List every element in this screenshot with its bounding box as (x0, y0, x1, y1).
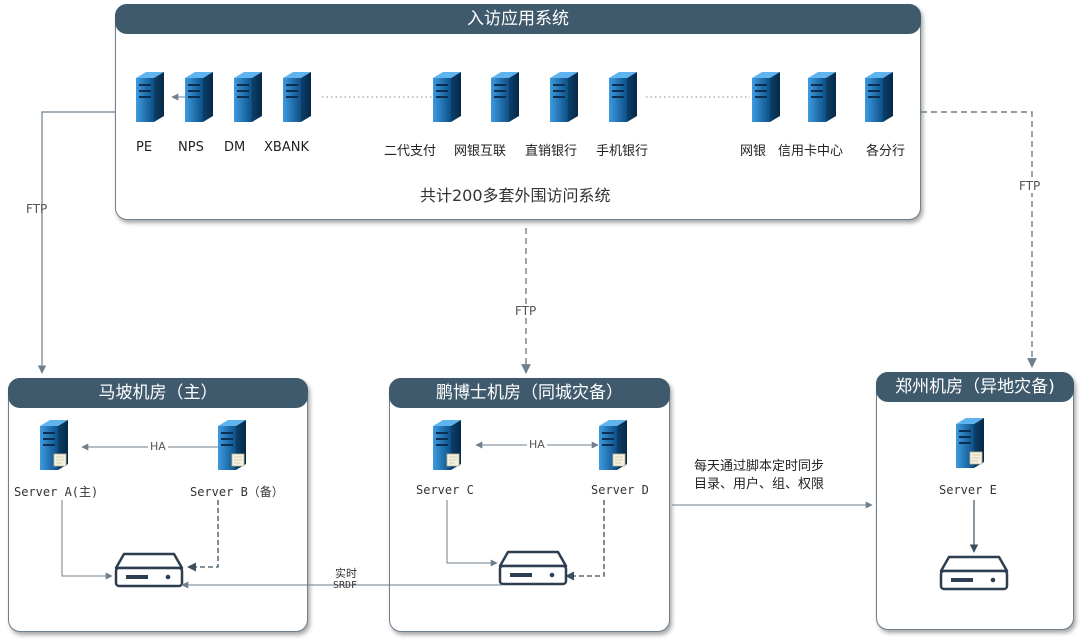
summary-label: 共计200多套外围访问系统 (420, 186, 611, 205)
ha-pengboshi-label: HA (527, 438, 547, 451)
server-d-label: Server D (591, 483, 649, 497)
srdf-label-line2: SRDF (333, 580, 358, 591)
erdai-label: 二代支付 (384, 144, 437, 159)
xinyongka-label: 信用卡中心 (778, 144, 844, 159)
ha-mapo-label: HA (148, 440, 168, 453)
ftp-left-connector (37, 111, 115, 374)
dm-label: DM (224, 140, 246, 155)
ftp-left-label: FTP (26, 202, 48, 216)
server-b-label: Server B（备） (190, 485, 284, 499)
ftp-right-label: FTP (1019, 179, 1041, 193)
ftp-center-label: FTP (515, 304, 537, 318)
zhengzhou-room-title: 郑州机房（异地灾备) (876, 372, 1074, 402)
nps-label: NPS (178, 140, 204, 155)
mapo-room-panel: 马坡机房（主） (8, 378, 308, 632)
server-a-label: Server A(主) (14, 485, 99, 499)
ftp-right-connector (921, 111, 1037, 368)
access-systems-title: 入访应用系统 (115, 4, 921, 34)
pengboshi-room-panel: 鹏博士机房（同城灾备） (389, 378, 670, 632)
wangyinhulian-label: 网银互联 (454, 144, 507, 159)
sync-label-line1: 每天通过脚本定时同步 (694, 459, 825, 474)
mapo-room-title: 马坡机房（主） (8, 378, 308, 408)
xbank-label: XBANK (264, 140, 309, 155)
shouji-label: 手机银行 (596, 144, 649, 159)
pe-label: PE (136, 140, 153, 155)
zhixiao-label: 直销银行 (525, 144, 578, 159)
srdf-label-line1: 实时 (335, 567, 357, 580)
gefenhang-label: 各分行 (866, 144, 906, 159)
wangyin-label: 网银 (740, 144, 767, 159)
sync-label-line2: 目录、用户、组、权限 (694, 477, 825, 492)
pengboshi-room-title: 鹏博士机房（同城灾备） (389, 378, 670, 408)
server-c-label: Server C (416, 483, 474, 497)
zhengzhou-room-panel: 郑州机房（异地灾备) (876, 372, 1074, 630)
server-e-label: Server E (939, 483, 997, 497)
